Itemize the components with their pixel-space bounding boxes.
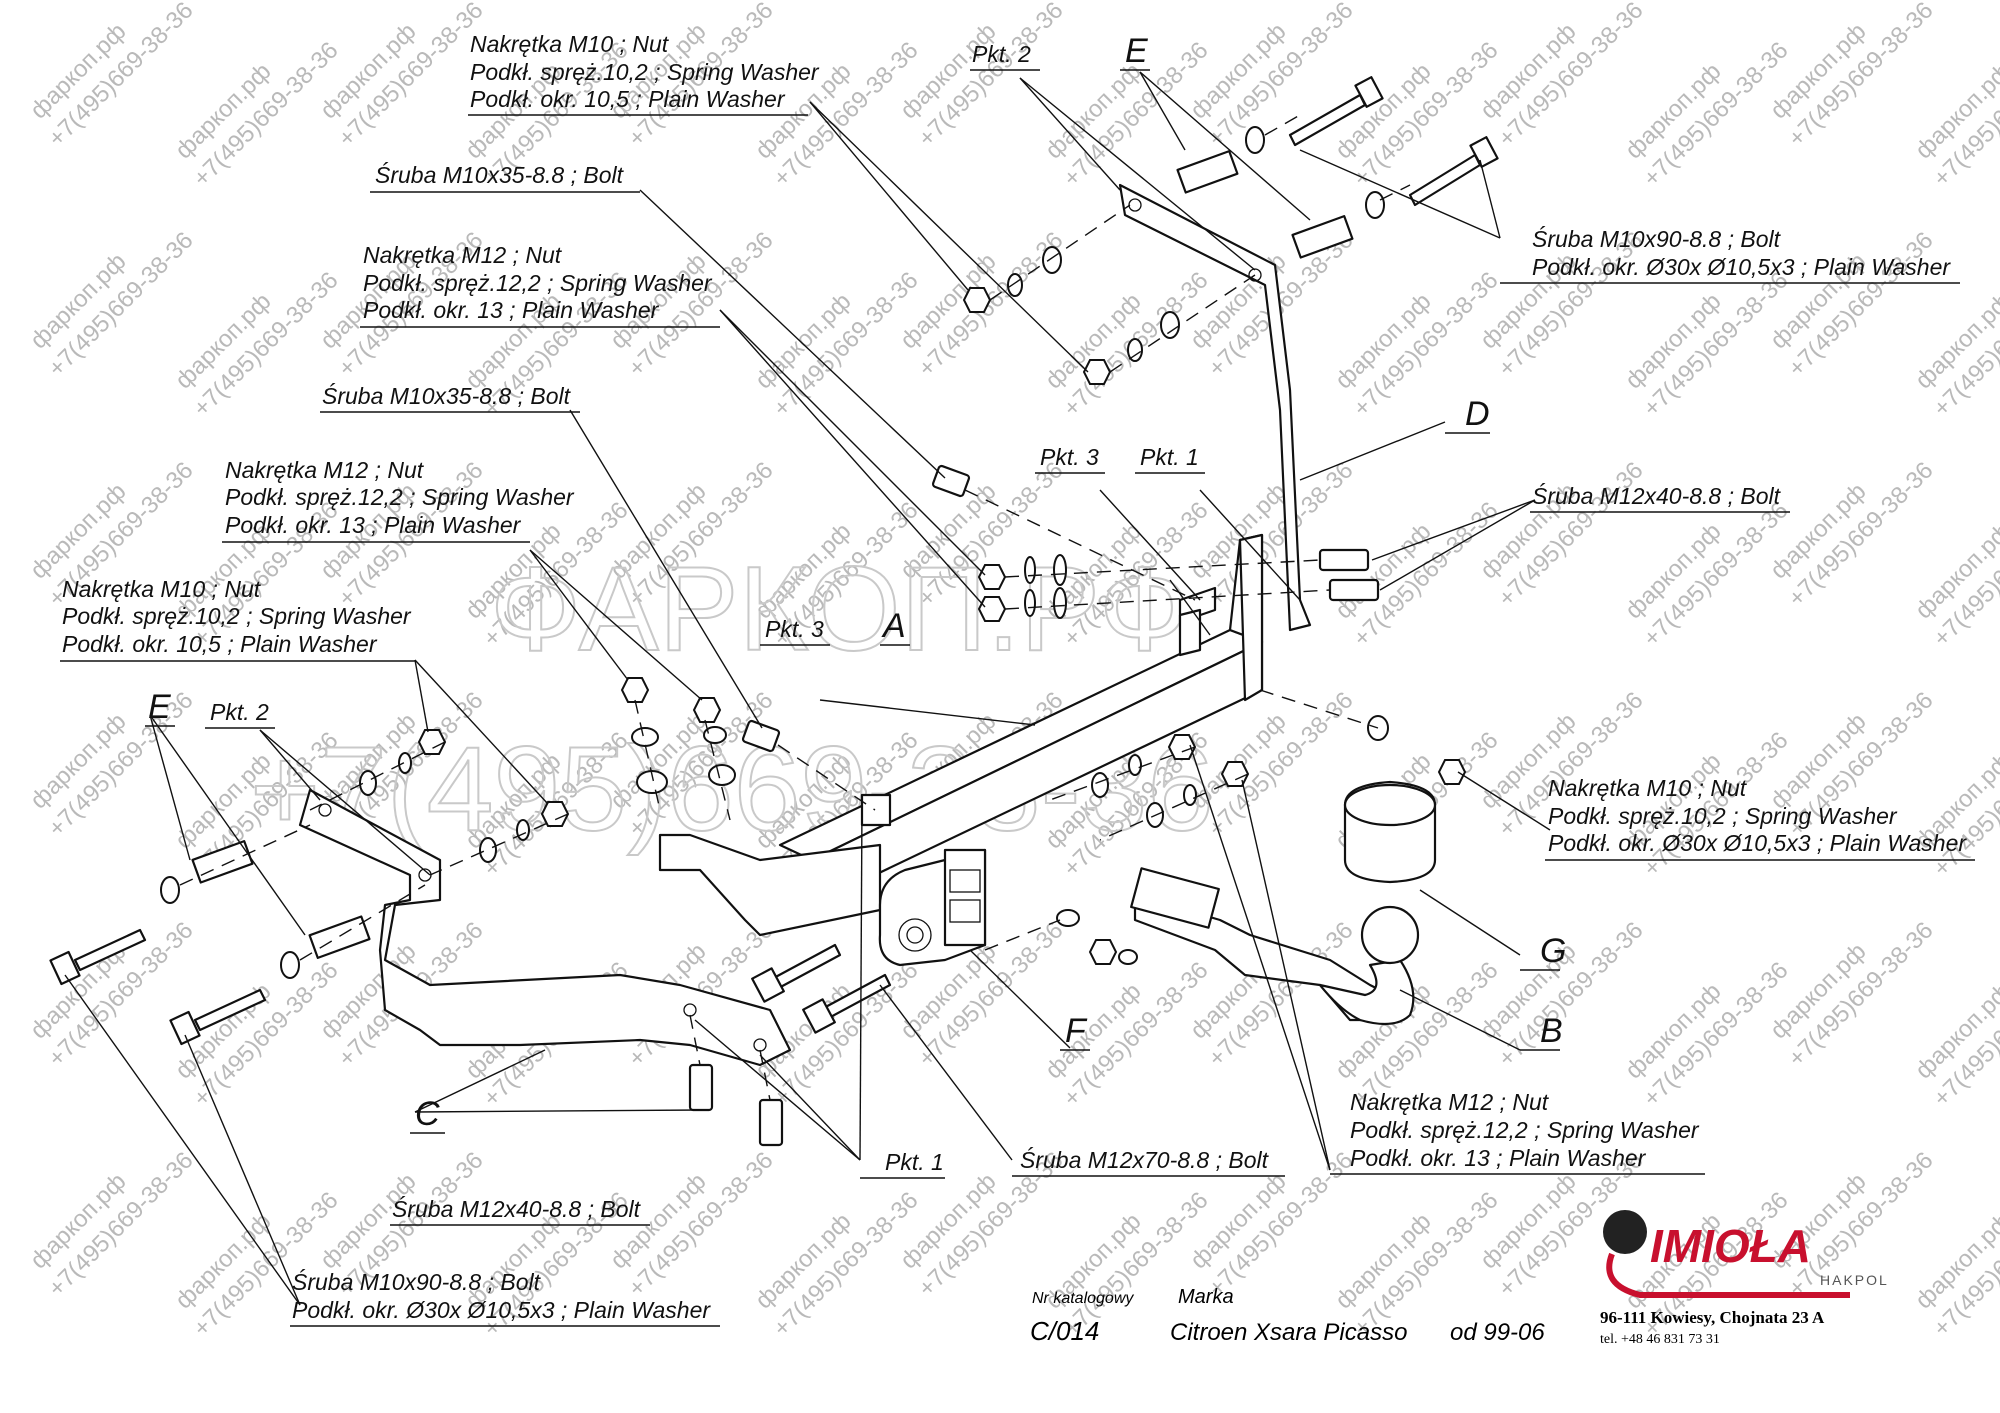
svg-text:Podkł. okr. 13 ; Plain Washer: Podkł. okr. 13 ; Plain Washer (225, 512, 522, 538)
tow-hook-B (1130, 867, 1420, 1026)
assembly-lines (179, 114, 1411, 1101)
point-labels: Pkt. 2 Pkt. 3 Pkt. 1 Pkt. 3 Pkt. 2 Pkt. … (205, 41, 1205, 1179)
svg-text:Podkł. spręż.10,2 ; Spring Was: Podkł. spręż.10,2 ; Spring Washer (62, 603, 412, 629)
callout-bolt-m10x35-mid: Śruba M10x35-8.8 ; Bolt (320, 382, 580, 413)
callout-nut-m10-top: Nakrętka M10 ; Nut Podkł. spręż.10,2 ; S… (468, 31, 820, 116)
svg-text:Podkł. okr. Ø30x Ø10,5x3 ; Pla: Podkł. okr. Ø30x Ø10,5x3 ; Plain Washer (1548, 830, 1967, 856)
svg-text:Podkł. okr. 13 ; Plain Washer: Podkł. okr. 13 ; Plain Washer (363, 297, 660, 323)
part-letters: A B C D E E F G (145, 32, 1566, 1134)
main-beam-A (658, 533, 1264, 937)
part-A-label: A (881, 607, 906, 645)
svg-text:Podkł. spręż.10,2 ; Spring Was: Podkł. spręż.10,2 ; Spring Washer (470, 59, 820, 85)
ball-cover-G (1343, 780, 1437, 884)
part-E-left-label: E (148, 688, 171, 726)
svg-text:Śruba M10x35-8.8 ; Bolt: Śruba M10x35-8.8 ; Bolt (322, 382, 572, 409)
svg-text:Podkł. okr. 13 ; Plain Washer: Podkł. okr. 13 ; Plain Washer (1350, 1145, 1647, 1171)
svg-text:Podkł. okr. Ø30x Ø10,5x3 ; Pla: Podkł. okr. Ø30x Ø10,5x3 ; Plain Washer (292, 1297, 711, 1323)
svg-text:Śruba M12x70-8.8 ; Bolt: Śruba M12x70-8.8 ; Bolt (1020, 1146, 1270, 1173)
svg-text:Śruba M10x35-8.8 ; Bolt: Śruba M10x35-8.8 ; Bolt (375, 161, 625, 188)
manufacturer-address: 96-111 Kowiesy, Chojnata 23 A (1600, 1308, 1825, 1327)
callout-bolt-m10x90-left: Śruba M10x90-8.8 ; Bolt Podkł. okr. Ø30x… (290, 1268, 720, 1327)
svg-text:Podkł. okr. 10,5 ; Plain Washe: Podkł. okr. 10,5 ; Plain Washer (62, 631, 378, 657)
svg-text:Śruba M12x40-8.8 ; Bolt: Śruba M12x40-8.8 ; Bolt (392, 1195, 642, 1222)
socket-plate-F (878, 848, 987, 967)
svg-text:Nakrętka M10 ; Nut: Nakrętka M10 ; Nut (1548, 775, 1748, 801)
svg-text:Podkł. okr. Ø30x Ø10,5x3 ; Pla: Podkł. okr. Ø30x Ø10,5x3 ; Plain Washer (1532, 254, 1951, 280)
big-watermark-site: ФАРКОП.РФ (490, 542, 1190, 676)
part-C-label: C (415, 1095, 440, 1133)
part-F-label: F (1065, 1012, 1088, 1050)
svg-text:Podkł. spręż.10,2 ; Spring Was: Podkł. spręż.10,2 ; Spring Washer (1548, 803, 1898, 829)
callout-nut-m12-top: Nakrętka M12 ; Nut Podkł. spręż.12,2 ; S… (360, 242, 720, 328)
pkt3-top-label: Pkt. 3 (1040, 444, 1099, 470)
callout-bolt-m12x70: Śruba M12x70-8.8 ; Bolt (1012, 1146, 1285, 1177)
svg-text:Śruba M12x40-8.8 ; Bolt: Śruba M12x40-8.8 ; Bolt (1532, 482, 1782, 509)
callout-bolt-m10x35-top: Śruba M10x35-8.8 ; Bolt (370, 161, 640, 193)
manufacturer-phone: tel. +48 46 831 73 31 (1600, 1332, 1720, 1347)
leader-lines (64, 71, 1551, 1306)
part-G-label: G (1540, 932, 1566, 970)
ball-logo-icon (1603, 1210, 1647, 1254)
svg-text:Nakrętka M12 ; Nut: Nakrętka M12 ; Nut (1350, 1089, 1550, 1115)
vehicle-years: od 99-06 (1450, 1319, 1545, 1346)
brand-sub: HAKPOL (1820, 1272, 1889, 1288)
pkt1-top-label: Pkt. 1 (1140, 444, 1199, 470)
part-D-label: D (1465, 395, 1490, 433)
part-B-label: B (1540, 1012, 1563, 1050)
svg-text:Podkł. spręż.12,2 ; Spring Was: Podkł. spręż.12,2 ; Spring Washer (1350, 1117, 1700, 1143)
callout-nut-m10-right: Nakrętka M10 ; Nut Podkł. spręż.10,2 ; S… (1545, 775, 1975, 861)
make-label: Marka (1178, 1286, 1234, 1308)
pkt2-top-label: Pkt. 2 (972, 41, 1031, 67)
callout-nut-m12-mid: Nakrętka M12 ; Nut Podkł. spręż.12,2 ; S… (222, 457, 575, 543)
callout-bolt-m12x40-right: Śruba M12x40-8.8 ; Bolt (1530, 482, 1790, 513)
svg-text:Śruba M10x90-8.8 ; Bolt: Śruba M10x90-8.8 ; Bolt (1532, 225, 1782, 252)
long-bolts (49, 76, 1499, 1046)
svg-text:Nakrętka M12 ; Nut: Nakrętka M12 ; Nut (363, 242, 563, 268)
brand-name: IMIOŁA (1650, 1220, 1811, 1272)
svg-text:Podkł. spręż.12,2 ; Spring Was: Podkł. spręż.12,2 ; Spring Washer (363, 270, 713, 296)
nuts-and-washers (160, 126, 1467, 979)
catalog-number: C/014 (1030, 1316, 1099, 1346)
manufacturer-logo: IMIOŁA HAKPOL 96-111 Kowiesy, Chojnata 2… (1600, 1210, 1889, 1347)
pkt3-mid-label: Pkt. 3 (765, 616, 824, 642)
part-E-top-label: E (1125, 32, 1148, 70)
svg-text:Podkł. spręż.12,2 ; Spring Was: Podkł. spręż.12,2 ; Spring Washer (225, 484, 575, 510)
pkt2-left-label: Pkt. 2 (210, 699, 269, 725)
svg-text:Nakrętka M10 ; Nut: Nakrętka M10 ; Nut (470, 31, 670, 57)
callout-nut-m12-bottom: Nakrętka M12 ; Nut Podkł. spręż.12,2 ; S… (1330, 1089, 1705, 1175)
svg-text:Nakrętka M12 ; Nut: Nakrętka M12 ; Nut (225, 457, 425, 483)
pkt1-bottom-label: Pkt. 1 (885, 1149, 944, 1175)
vehicle-make: Citroen Xsara Picasso (1170, 1319, 1407, 1346)
title-block: Nr katalogowy C/014 Marka Citroen Xsara … (1030, 1286, 1545, 1346)
callout-nut-m10-left: Nakrętka M10 ; Nut Podkł. spręż.10,2 ; S… (60, 576, 415, 662)
catalog-label: Nr katalogowy (1032, 1290, 1134, 1307)
callout-bolt-m12x40-bottom: Śruba M12x40-8.8 ; Bolt (390, 1195, 650, 1226)
short-bolts (688, 464, 1380, 1147)
callout-bolt-m10x90-right: Śruba M10x90-8.8 ; Bolt Podkł. okr. Ø30x… (1500, 225, 1960, 284)
svg-text:Nakrętka M10 ; Nut: Nakrętka M10 ; Nut (62, 576, 262, 602)
svg-text:Podkł. okr. 10,5 ; Plain Washe: Podkł. okr. 10,5 ; Plain Washer (470, 86, 786, 112)
svg-text:Śruba M10x90-8.8 ; Bolt: Śruba M10x90-8.8 ; Bolt (292, 1268, 542, 1295)
